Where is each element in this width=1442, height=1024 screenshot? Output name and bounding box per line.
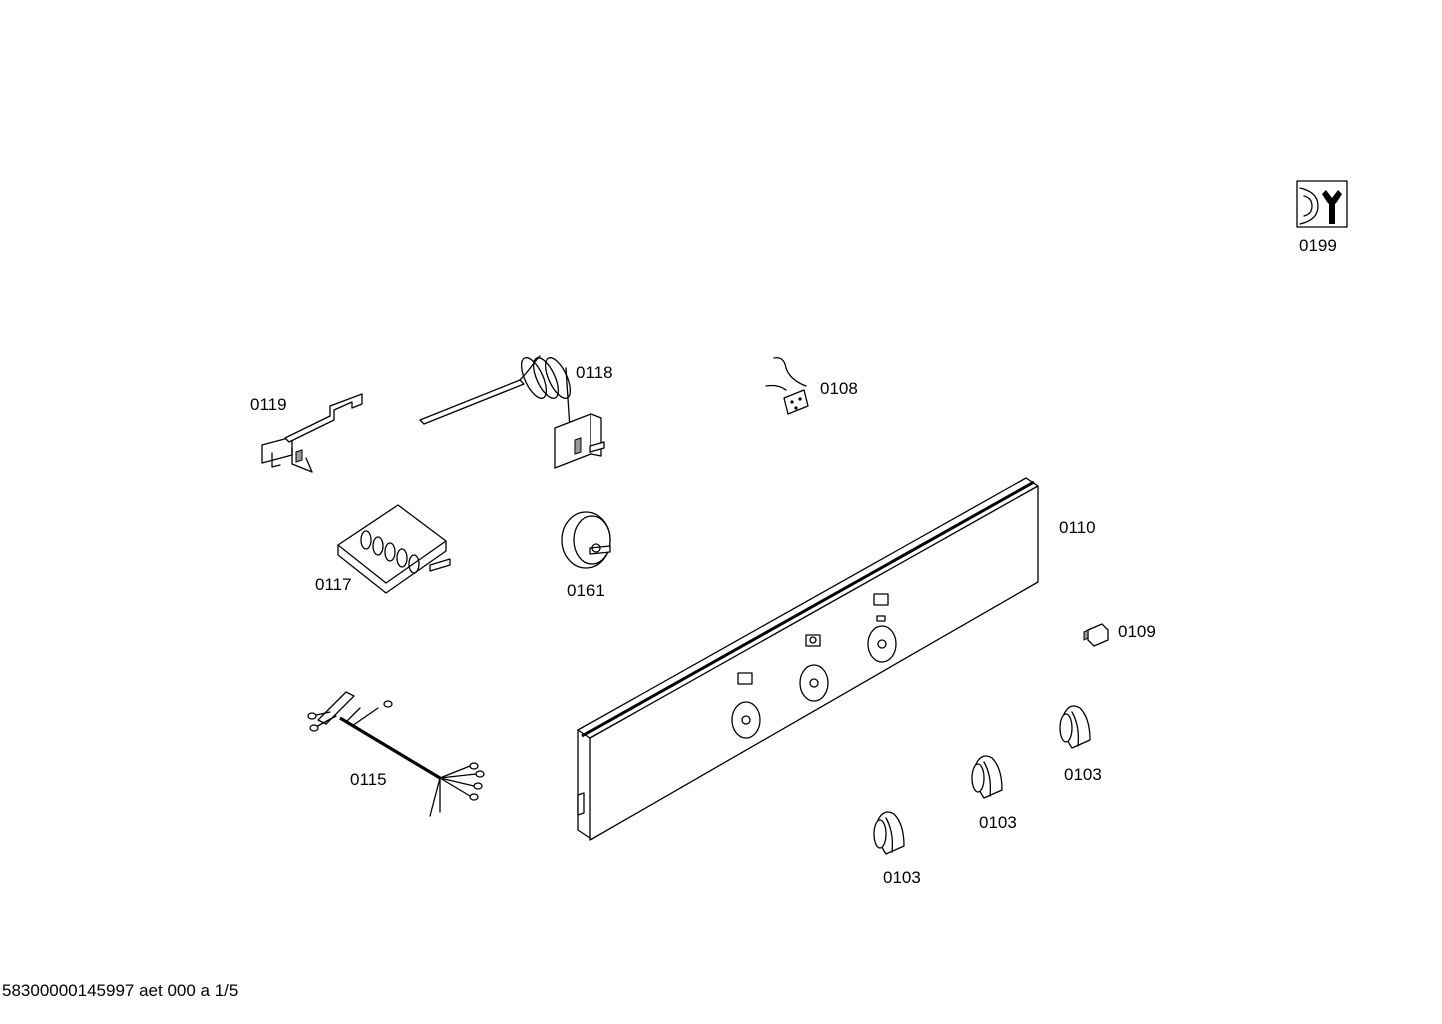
circuit-board-part (765, 357, 809, 415)
bracket-part (261, 393, 363, 473)
document-footer: 58300000145997 aet 000 a 1/5 (2, 981, 239, 1000)
control-panel-part (577, 477, 1039, 841)
knob-part (873, 811, 905, 855)
part-label-0103[interactable]: 0103 (979, 813, 1017, 832)
part-label-0119[interactable]: 0119 (250, 395, 287, 414)
part-label-0199[interactable]: 0199 (1299, 236, 1337, 255)
connector-part (1083, 623, 1109, 647)
part-label-0115[interactable]: 0115 (350, 770, 387, 789)
part-label-0103[interactable]: 0103 (883, 868, 921, 887)
selector-switch-part (337, 504, 451, 594)
part-label-0118[interactable]: 0118 (576, 363, 613, 382)
part-label-0103[interactable]: 0103 (1064, 765, 1102, 784)
wiring-harness-part (307, 691, 485, 817)
service-tool-icon (1296, 180, 1348, 228)
part-label-0108[interactable]: 0108 (820, 379, 858, 398)
part-label-0110[interactable]: 0110 (1059, 518, 1096, 537)
round-switch-part (561, 511, 611, 569)
part-label-0109[interactable]: 0109 (1118, 622, 1156, 641)
thermostat-part (419, 355, 605, 469)
knob-part (971, 755, 1003, 799)
part-label-0117[interactable]: 0117 (315, 575, 352, 594)
knob-part (1059, 705, 1091, 749)
part-label-0161[interactable]: 0161 (567, 581, 605, 600)
